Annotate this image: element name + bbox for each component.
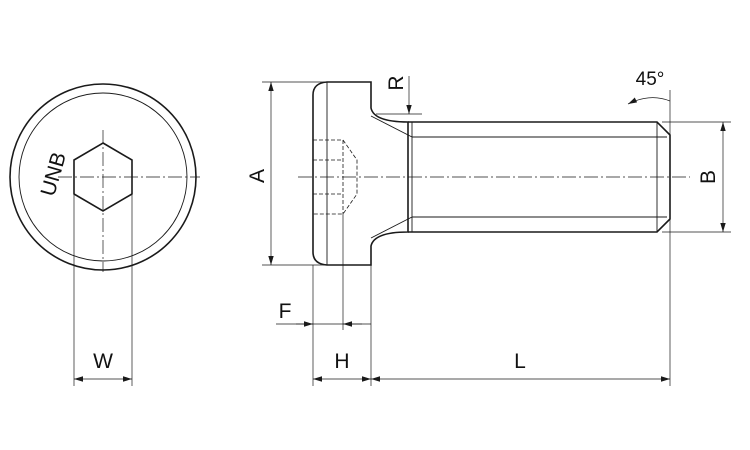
- fillet-line-bottom: [370, 216, 413, 239]
- unb-marking: UNB: [37, 150, 71, 199]
- end-view: UNB W: [9, 83, 200, 386]
- h-label: H: [334, 350, 349, 373]
- hex-socket: [73, 142, 133, 212]
- f-label: F: [279, 300, 292, 323]
- l-label: L: [514, 350, 526, 373]
- shank-outline: [408, 121, 671, 233]
- w-label: W: [93, 350, 113, 373]
- side-view: A R 45° B F H L: [246, 69, 731, 386]
- angle-label: 45°: [636, 69, 665, 90]
- fillet-line-top: [370, 115, 413, 138]
- angle-arc: [627, 97, 671, 105]
- r-label: R: [385, 75, 408, 90]
- b-label: B: [697, 170, 720, 184]
- a-label: A: [246, 169, 269, 183]
- head-outline: [312, 81, 409, 266]
